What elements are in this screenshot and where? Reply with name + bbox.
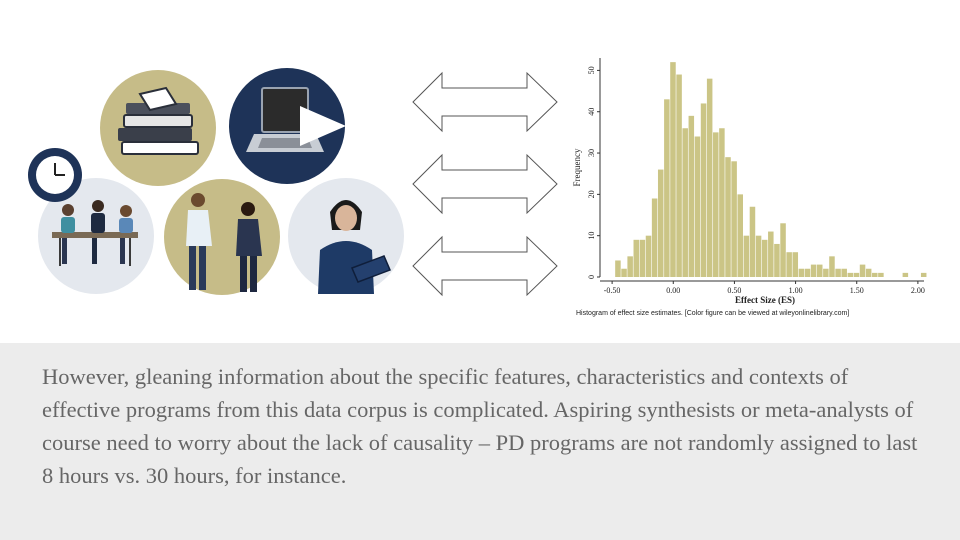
histogram-bar	[823, 268, 829, 277]
histogram-bar	[713, 132, 719, 277]
histogram-bar	[920, 272, 927, 277]
histogram-bar	[847, 272, 854, 277]
histogram-bars	[615, 62, 927, 278]
histogram-bar	[804, 268, 811, 277]
histogram-bar	[657, 169, 664, 277]
histogram-bar	[792, 252, 799, 277]
y-tick-label: 20	[587, 190, 596, 198]
histogram-bar	[841, 268, 847, 277]
y-tick-label: 40	[587, 108, 596, 116]
x-tick-label: 0.50	[727, 286, 741, 295]
y-tick-label: 10	[587, 232, 596, 240]
x-tick-label: 2.00	[911, 286, 925, 295]
laptop-icon	[229, 68, 346, 184]
figure-caption: Histogram of effect size estimates. [Col…	[576, 310, 850, 317]
x-tick-label: 1.50	[850, 286, 864, 295]
y-axis-ticks: 0 10 20 30 40 50	[587, 66, 600, 279]
histogram-bar	[816, 264, 823, 277]
slide-bottom-area	[0, 343, 960, 540]
histogram-bar	[859, 264, 866, 277]
histogram-bar	[755, 235, 762, 277]
histogram-bar	[737, 194, 743, 277]
arrows-group	[412, 71, 558, 297]
body-text: However, gleaning information about the …	[42, 364, 918, 488]
histogram-bar	[621, 268, 627, 277]
histogram-bar	[749, 206, 756, 277]
histogram-bar	[780, 223, 786, 277]
histogram-bar	[761, 239, 768, 277]
histogram-bar	[810, 264, 817, 277]
histogram-bar	[731, 161, 737, 277]
books-icon	[100, 70, 216, 186]
pd-illustration	[28, 68, 404, 295]
histogram-bar	[835, 268, 841, 277]
histogram-bar	[670, 62, 676, 277]
x-axis-ticks: -0.50 0.00 0.50 1.00 1.50 2.00	[604, 281, 925, 295]
y-tick-label: 50	[587, 66, 596, 74]
histogram-bar	[615, 260, 621, 277]
y-tick-label: 0	[587, 275, 596, 279]
histogram-bar	[645, 235, 652, 277]
histogram-bar	[853, 272, 860, 277]
y-tick-label: 30	[587, 149, 596, 157]
x-axis-label: Effect Size (ES)	[735, 295, 795, 305]
double-arrow-icon	[412, 153, 558, 215]
histogram-bar	[878, 272, 884, 277]
histogram-bar	[627, 256, 633, 277]
histogram-bar	[743, 235, 750, 277]
clipboard-woman-icon	[288, 178, 404, 294]
histogram-bar	[719, 128, 725, 277]
clock-icon	[28, 148, 82, 202]
histogram-bar	[725, 157, 731, 277]
double-arrow-icon	[412, 235, 558, 297]
histogram-bar	[688, 115, 695, 277]
histogram-bar	[651, 198, 658, 277]
histogram-bar	[774, 243, 780, 277]
histogram-bar	[768, 231, 774, 277]
histogram-bar	[786, 252, 792, 277]
histogram-bar	[798, 268, 805, 277]
histogram-bar	[633, 239, 640, 277]
x-tick-label: 1.00	[789, 286, 803, 295]
y-axis-label: Frequency	[572, 148, 582, 186]
x-tick-label: 0.00	[666, 286, 680, 295]
histogram-bar	[902, 272, 909, 277]
histogram-bar	[682, 128, 688, 277]
histogram-bar	[706, 78, 713, 278]
x-tick-label: -0.50	[604, 286, 621, 295]
double-arrow-icon	[412, 71, 558, 133]
histogram-bar	[664, 99, 670, 277]
meeting-icon	[38, 178, 154, 294]
histogram-bar	[872, 272, 878, 277]
histogram-bar	[694, 136, 701, 277]
histogram-bar	[700, 103, 707, 277]
effect-size-histogram: 0 10 20 30 40 50 -0.50 0.00 0.50 1.00 1.50 2.00 Fr…	[572, 58, 927, 305]
histogram-bar	[865, 268, 872, 277]
histogram-bar	[639, 239, 646, 277]
colleagues-icon	[164, 179, 280, 295]
histogram-bar	[829, 256, 835, 277]
histogram-bar	[676, 74, 682, 277]
